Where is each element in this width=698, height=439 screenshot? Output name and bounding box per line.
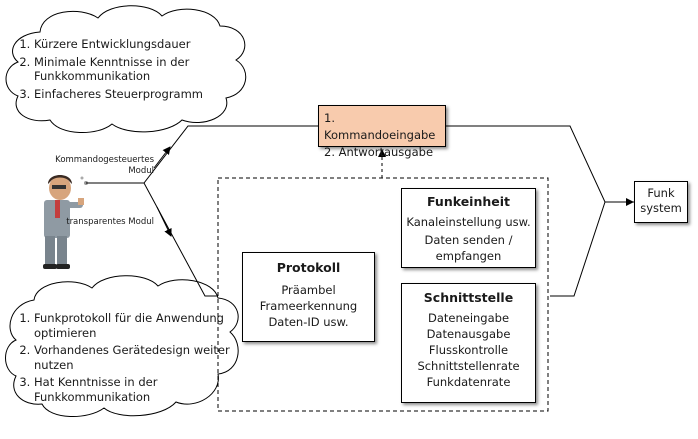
label-transparent-module: transparentes Modul [66, 217, 154, 227]
cloud-bottom-shape [5, 275, 239, 418]
radio-system-box: Funk system [634, 181, 688, 223]
transparent-module-frame [217, 177, 549, 412]
radio-unit-box: Funkeinheit Kanaleinstellung usw. Daten … [401, 188, 536, 268]
radio-unit-title: Funkeinheit [427, 194, 510, 209]
protocol-line: Frameerkennung [259, 299, 358, 313]
command-box-item: 2. Antwortausgabe [324, 145, 434, 159]
interface-line: Datenausgabe [426, 327, 511, 341]
cloud-top-shape [5, 5, 247, 134]
cloud-bottom-list: Funkprotokoll für die Anwendung optimier… [18, 311, 230, 407]
protocol-line: Daten-ID usw. [268, 315, 349, 329]
connector-modules-to-merge [550, 201, 606, 297]
radio-unit-line: Kanaleinstellung usw. [406, 215, 531, 229]
interface-box: Schnittstelle Dateneingabe Datenausgabe … [401, 283, 536, 403]
arrow-command [153, 146, 171, 169]
cloud-top-item: Minimale Kenntnisse in der Funkkommunika… [34, 55, 228, 84]
person-figure [43, 175, 88, 269]
interface-line: Dateneingabe [427, 311, 510, 325]
protocol-box: Protokoll Präambel Frameerkennung Daten-… [242, 252, 375, 342]
cloud-top-list: Kürzere Entwicklungsdauer Minimale Kennt… [18, 37, 228, 104]
command-box: 1. Kommandoeingabe 2. Antwortausgabe [318, 105, 446, 159]
cloud-bottom-item: Funkprotokoll für die Anwendung optimier… [34, 311, 230, 340]
cloud-top-item: Einfacheres Steuerprogramm [34, 87, 228, 102]
protocol-title: Protokoll [276, 260, 341, 275]
interface-line: Flusskontrolle [428, 343, 509, 357]
cloud-bottom-item: Hat Kenntnisse in der Funkkommunikation [34, 375, 230, 404]
cloud-top-item: Kürzere Entwicklungsdauer [34, 37, 228, 52]
cloud-bottom-item: Vorhandenes Gerätedesign weiter nutzen [34, 343, 230, 372]
command-box-item: 1. Kommandoeingabe [324, 111, 436, 142]
connector-person-to-transparent [86, 182, 218, 297]
interface-line: Funkdatenrate [426, 375, 511, 389]
arrow-transparent [156, 206, 172, 237]
interface-title: Schnittstelle [423, 290, 514, 305]
protocol-line: Präambel [281, 283, 336, 297]
label-command-module: Kommandogesteuertes Modul [55, 155, 154, 176]
interface-line: Schnittstellenrate [417, 359, 520, 373]
radio-system-label: Funk system [640, 186, 682, 215]
radio-unit-line: Daten senden / empfangen [424, 233, 513, 263]
